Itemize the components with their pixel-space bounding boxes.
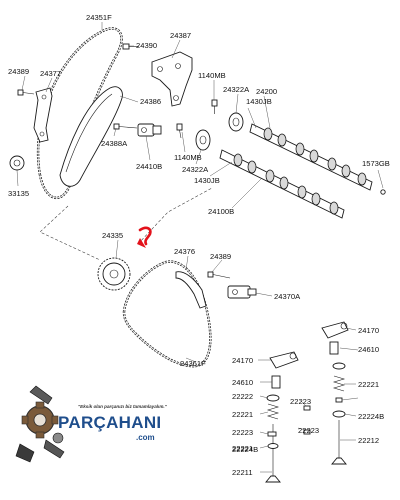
label-22221-left-lower: 22221 xyxy=(232,444,253,453)
part-labels: 24351F 24390 24387 24389 24377 1140MB 24… xyxy=(8,13,390,477)
brand-logo: "Eksik olan parçanızı biz tamamlayalım."… xyxy=(15,385,168,463)
camshaft-exhaust xyxy=(249,123,373,191)
cam-sprocket-intake xyxy=(195,129,211,151)
upper-timing-chain xyxy=(36,27,123,199)
label-24377: 24377 xyxy=(40,69,61,78)
leader-lines xyxy=(16,22,384,473)
label-24335: 24335 xyxy=(102,231,123,240)
label-24610-left: 24610 xyxy=(232,378,253,387)
label-24361F: 24361F xyxy=(180,359,206,368)
valve-keeper-right xyxy=(335,397,343,403)
bolt-24389-top xyxy=(17,89,35,96)
label-22224B-right: 22224B xyxy=(358,412,384,421)
valve-seal-right xyxy=(332,410,346,418)
label-1140MB-lower: 1140MB xyxy=(174,153,202,162)
valve-seal-left xyxy=(266,394,280,402)
crank-sprocket xyxy=(97,257,131,291)
label-22223-left: 22223 xyxy=(232,428,253,437)
label-24370A: 24370A xyxy=(274,292,301,301)
bolt-24390 xyxy=(122,43,139,50)
label-24200: 24200 xyxy=(256,87,277,96)
label-24170-right: 24170 xyxy=(358,326,379,335)
valve-rocker-lower xyxy=(269,351,299,369)
valve-lash-adjuster-upper xyxy=(329,341,339,355)
valve-lash-adjuster-lower xyxy=(271,375,281,389)
label-22223-middle-upper: 22223 xyxy=(290,397,311,406)
label-24170-left: 24170 xyxy=(232,356,253,365)
label-1140MB-upper: 1140MB xyxy=(198,71,226,80)
label-1573GB: 1573GB xyxy=(362,159,390,168)
valve-spring-left xyxy=(266,403,280,420)
reference-lines xyxy=(39,187,213,261)
logo-name: PARÇAHANI xyxy=(58,413,161,432)
logo-tagline: "Eksik olan parçanızı biz tamamlayalım." xyxy=(78,404,168,409)
highlight-marker xyxy=(137,226,152,248)
label-24410B: 24410B xyxy=(136,162,162,171)
valve-retainer-right xyxy=(332,362,346,370)
label-24610-right: 24610 xyxy=(358,345,379,354)
valve-rocker-upper xyxy=(321,321,349,339)
bolt-24389-lower xyxy=(207,271,231,279)
plug-1573GB xyxy=(380,189,386,195)
label-24322A-upper: 24322A xyxy=(223,85,250,94)
label-22221-left-upper: 22221 xyxy=(232,410,253,419)
label-24389-top: 24389 xyxy=(8,67,29,76)
label-33135: 33135 xyxy=(8,189,29,198)
label-22212: 22212 xyxy=(358,436,379,445)
lower-timing-chain xyxy=(122,260,212,368)
cam-sprocket-exhaust xyxy=(228,112,244,132)
gear-icon xyxy=(21,401,59,439)
label-22222: 22222 xyxy=(232,392,253,401)
label-24376: 24376 xyxy=(174,247,195,256)
chain-guide-left xyxy=(33,87,53,143)
bolt-1140MB-upper xyxy=(211,99,218,114)
hydraulic-tensioner-upper xyxy=(137,123,162,137)
label-24322A-lower: 24322A xyxy=(182,165,209,174)
valve-stem-right xyxy=(331,420,347,465)
bolt-24388A xyxy=(113,123,138,130)
valve-spring-right xyxy=(332,375,346,392)
label-24389-lower: 24389 xyxy=(210,252,231,261)
label-24351F: 24351F xyxy=(86,13,112,22)
label-1430JB-upper: 1430JB xyxy=(246,97,272,106)
camshaft-intake xyxy=(219,149,345,219)
label-24386: 24386 xyxy=(140,97,161,106)
label-22223-middle-lower: 22223 xyxy=(298,426,319,435)
bracket-24387 xyxy=(151,51,193,107)
idler-sprocket xyxy=(9,155,25,171)
logo-domain: .com xyxy=(136,433,155,442)
label-24100B: 24100B xyxy=(208,207,234,216)
label-24388A: 24388A xyxy=(101,139,128,148)
label-22221-right: 22221 xyxy=(358,380,379,389)
hydraulic-tensioner-lower xyxy=(227,285,257,299)
label-22211: 22211 xyxy=(232,468,253,477)
label-22224B-left: 22224B xyxy=(232,445,258,454)
bolt-1140MB-lower xyxy=(176,123,183,139)
car-parts-icon xyxy=(15,385,65,463)
label-1430JB-lower: 1430JB xyxy=(194,176,220,185)
label-24390: 24390 xyxy=(136,41,157,50)
tensioner-arm xyxy=(59,86,123,187)
valve-small-parts xyxy=(267,405,311,449)
chain-guide-lower xyxy=(175,271,207,309)
label-24387: 24387 xyxy=(170,31,191,40)
